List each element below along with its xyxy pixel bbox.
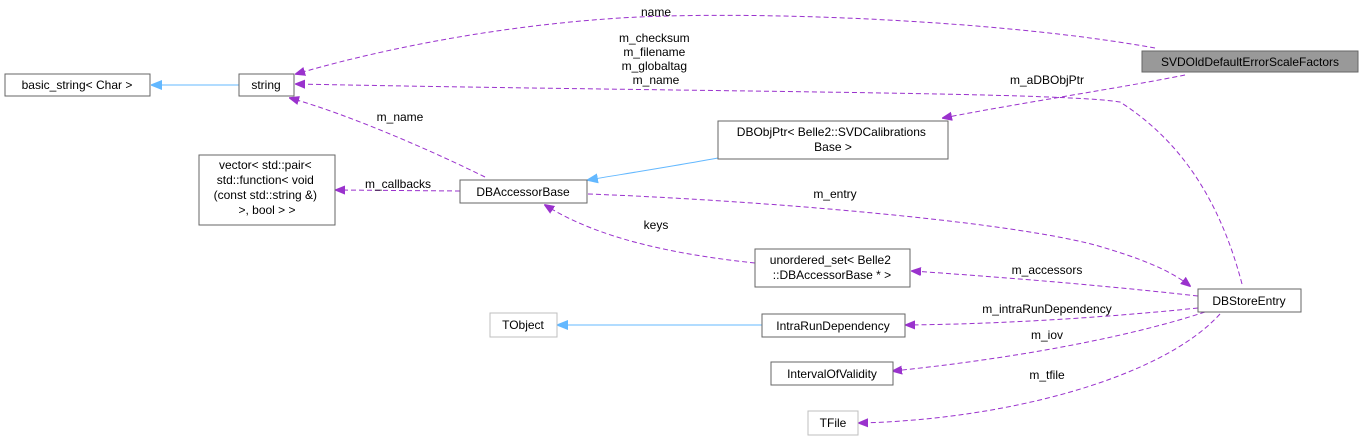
label-string-members: m_checksum m_filename m_globaltag m_name: [619, 31, 693, 87]
node-label: Base >: [814, 140, 852, 154]
edge-m-iov: [893, 311, 1206, 371]
svg-text:IntervalOfValidity: IntervalOfValidity: [787, 367, 877, 381]
label-line: keys: [644, 218, 669, 232]
node-label: IntraRunDependency: [776, 319, 889, 333]
label-m-iov: m_iov: [1031, 328, 1063, 342]
svg-text:SVDOldDefaultErrorScaleFactors: SVDOldDefaultErrorScaleFactors: [1161, 55, 1339, 69]
svg-text:vector< std::pair< std::: vector< std::pair< std::function< void (…: [214, 158, 321, 217]
edge-m-callbacks: [336, 190, 461, 191]
node-intervalofvalidity[interactable]: IntervalOfValidity: [770, 361, 894, 386]
node-dbstoreentry[interactable]: DBStoreEntry: [1197, 288, 1302, 313]
node-label: >, bool > >: [238, 203, 295, 217]
edge-dbobjptr-inherits-dbaccessorbase: [588, 157, 719, 180]
label-m-name-base: m_name: [377, 110, 424, 124]
node-label: unordered_set< Belle2: [770, 253, 891, 267]
svg-text:TObject: TObject: [502, 318, 544, 332]
label-line: m_intraRunDependency: [982, 302, 1111, 316]
node-label: basic_string< Char >: [22, 78, 133, 92]
svg-text:DBStoreEntry: DBStoreEntry: [1212, 294, 1285, 308]
node-label: DBAccessorBase: [476, 185, 570, 199]
edge-m-name-base: [290, 98, 486, 178]
svg-text:TFile: TFile: [820, 416, 847, 430]
edge-name: [296, 14, 1156, 74]
label-line: m_name: [377, 110, 424, 124]
node-label: DBStoreEntry: [1212, 294, 1285, 308]
label-m-tfile: m_tfile: [1029, 368, 1065, 382]
label-line: m_globaltag: [622, 59, 687, 73]
svg-text:IntraRunDependency: IntraRunDependency: [776, 319, 889, 333]
edge-m-intrarundependency: [906, 307, 1199, 325]
node-label: vector< std::pair<: [219, 158, 312, 172]
label-m-entry: m_entry: [813, 187, 856, 201]
node-vector-callbacks[interactable]: vector< std::pair< std::function< void (…: [198, 154, 336, 226]
label-m-intrarundependency: m_intraRunDependency: [982, 302, 1111, 316]
node-label: ::DBAccessorBase * >: [773, 268, 891, 282]
node-tobject[interactable]: TObject: [489, 312, 558, 338]
svg-text:DBAccessorBase: DBAccessorBase: [476, 185, 570, 199]
node-label: DBObjPtr< Belle2::SVDCalibrations: [737, 125, 926, 139]
label-line: m_callbacks: [365, 177, 431, 191]
edge-m-accessors: [912, 271, 1199, 297]
label-m-adbobjptr: m_aDBObjPtr: [1010, 73, 1084, 87]
label-line: m_iov: [1031, 328, 1063, 342]
edge-m-entry: [587, 193, 1190, 286]
node-basic-string[interactable]: basic_string< Char >: [4, 73, 151, 97]
label-m-accessors: m_accessors: [1012, 263, 1083, 277]
edge-keys: [545, 205, 756, 264]
node-label: IntervalOfValidity: [787, 367, 877, 381]
edge-string-members: [296, 84, 1243, 285]
node-dbaccessorbase[interactable]: DBAccessorBase: [459, 179, 588, 204]
node-tfile[interactable]: TFile: [807, 410, 859, 436]
node-label: TObject: [502, 318, 544, 332]
node-label: TFile: [820, 416, 847, 430]
edge-m-tfile: [859, 313, 1221, 423]
label-line: m_accessors: [1012, 263, 1083, 277]
node-string[interactable]: string: [238, 73, 295, 97]
node-intrarundependency[interactable]: IntraRunDependency: [761, 313, 906, 338]
label-line: m_checksum: [619, 31, 690, 45]
node-label: string: [251, 78, 280, 92]
label-m-callbacks: m_callbacks: [365, 177, 431, 191]
label-line: m_name: [633, 73, 680, 87]
label-line: m_tfile: [1029, 368, 1065, 382]
label-line: m_entry: [813, 187, 856, 201]
edge-m-adbobjptr: [943, 74, 1186, 118]
node-label: (const std::string &): [214, 188, 317, 202]
node-svdold-default-error-scale-factors[interactable]: SVDOldDefaultErrorScaleFactors: [1141, 50, 1359, 73]
svg-text:unordered_set< Belle2 ::: unordered_set< Belle2 ::DBAccessorBase *…: [770, 253, 894, 282]
label-name: name: [641, 5, 671, 19]
svg-text:basic_string< Char >: basic_string< Char >: [22, 78, 133, 92]
node-label: std::function< void: [217, 173, 314, 187]
label-keys: keys: [644, 218, 669, 232]
label-line: m_aDBObjPtr: [1010, 73, 1084, 87]
label-line: m_filename: [623, 45, 685, 59]
label-line: name: [641, 5, 671, 19]
node-dbobjptr[interactable]: DBObjPtr< Belle2::SVDCalibrations Base >: [717, 120, 949, 160]
svg-text:DBObjPtr< Belle2::SVDCalibrati: DBObjPtr< Belle2::SVDCalibrations Base >: [737, 125, 929, 154]
node-unordered-set[interactable]: unordered_set< Belle2 ::DBAccessorBase *…: [754, 248, 911, 288]
svg-text:string: string: [251, 78, 280, 92]
node-label: SVDOldDefaultErrorScaleFactors: [1161, 55, 1339, 69]
